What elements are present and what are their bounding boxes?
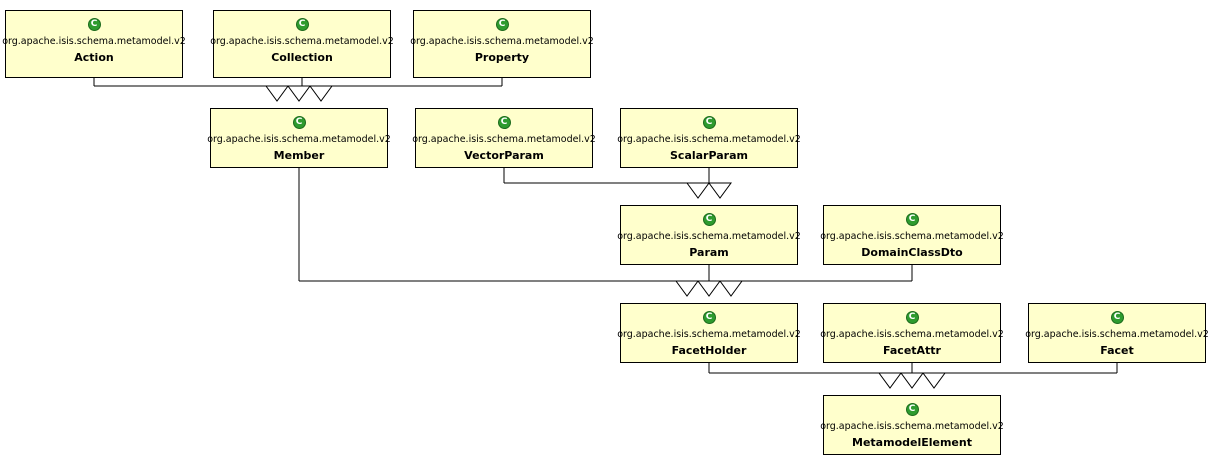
class-stereotype-icon: C bbox=[702, 311, 716, 324]
class-stereotype-icon: C bbox=[495, 18, 509, 31]
class-icon-glyph: C bbox=[908, 312, 916, 322]
class-package-label: org.apache.isis.schema.metamodel.v2 bbox=[2, 36, 186, 47]
class-name-label: Member bbox=[273, 149, 325, 162]
class-stereotype-icon: C bbox=[905, 213, 919, 226]
class-name-label: Param bbox=[689, 246, 729, 259]
class-stereotype-icon: C bbox=[905, 311, 919, 324]
class-name-label: Collection bbox=[271, 51, 333, 64]
class-name-label: DomainClassDto bbox=[861, 246, 963, 259]
class-package-label: org.apache.isis.schema.metamodel.v2 bbox=[410, 36, 594, 47]
class-icon-glyph: C bbox=[908, 214, 916, 224]
class-package-label: org.apache.isis.schema.metamodel.v2 bbox=[820, 231, 1004, 242]
class-package-label: org.apache.isis.schema.metamodel.v2 bbox=[412, 134, 596, 145]
class-name-label: Action bbox=[74, 51, 114, 64]
class-icon-glyph: C bbox=[908, 404, 916, 414]
class-stereotype-icon: C bbox=[295, 18, 309, 31]
class-icon-glyph: C bbox=[705, 214, 713, 224]
class-name-label: MetamodelElement bbox=[852, 436, 972, 449]
class-name-label: VectorParam bbox=[464, 149, 544, 162]
class-name-label: FacetAttr bbox=[883, 344, 941, 357]
class-package-label: org.apache.isis.schema.metamodel.v2 bbox=[820, 421, 1004, 432]
class-icon-glyph: C bbox=[705, 312, 713, 322]
class-stereotype-icon: C bbox=[1110, 311, 1124, 324]
class-stereotype-icon: C bbox=[905, 403, 919, 416]
class-stereotype-icon: C bbox=[87, 18, 101, 31]
class-package-label: org.apache.isis.schema.metamodel.v2 bbox=[210, 36, 394, 47]
class-icon-glyph: C bbox=[1113, 312, 1121, 322]
class-package-label: org.apache.isis.schema.metamodel.v2 bbox=[820, 329, 1004, 340]
class-name-label: ScalarParam bbox=[670, 149, 748, 162]
class-package-label: org.apache.isis.schema.metamodel.v2 bbox=[617, 231, 801, 242]
class-stereotype-icon: C bbox=[702, 213, 716, 226]
class-stereotype-icon: C bbox=[292, 116, 306, 129]
class-package-label: org.apache.isis.schema.metamodel.v2 bbox=[1025, 329, 1209, 340]
class-icon-glyph: C bbox=[500, 117, 508, 127]
class-icon-glyph: C bbox=[498, 19, 506, 29]
class-package-label: org.apache.isis.schema.metamodel.v2 bbox=[617, 134, 801, 145]
class-icon-glyph: C bbox=[705, 117, 713, 127]
class-package-label: org.apache.isis.schema.metamodel.v2 bbox=[207, 134, 391, 145]
class-stereotype-icon: C bbox=[497, 116, 511, 129]
class-icon-glyph: C bbox=[295, 117, 303, 127]
class-package-label: org.apache.isis.schema.metamodel.v2 bbox=[617, 329, 801, 340]
class-name-label: Facet bbox=[1100, 344, 1134, 357]
class-stereotype-icon: C bbox=[702, 116, 716, 129]
class-icon-glyph: C bbox=[90, 19, 98, 29]
class-name-label: FacetHolder bbox=[671, 344, 747, 357]
class-icon-glyph: C bbox=[298, 19, 306, 29]
class-name-label: Property bbox=[474, 51, 530, 64]
